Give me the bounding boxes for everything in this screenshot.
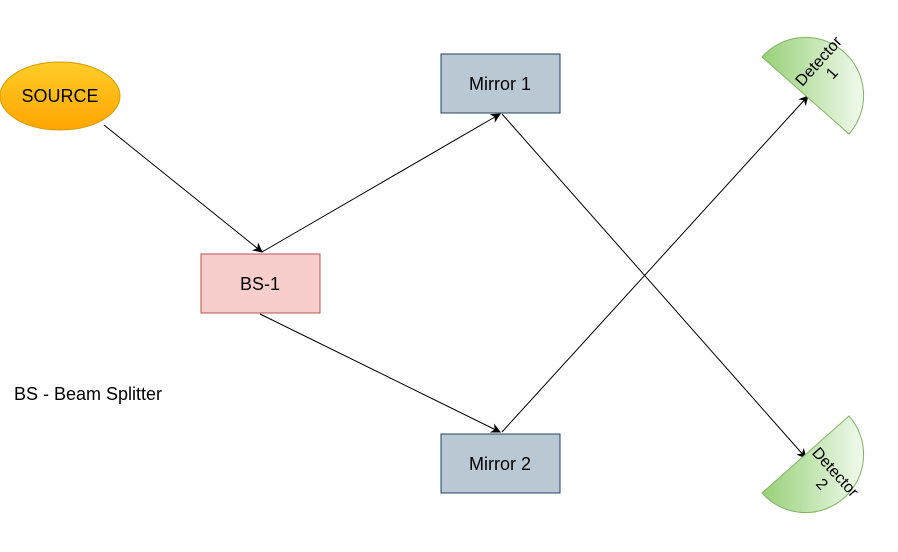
detector2-node[interactable]: Detector 2 — [761, 415, 865, 514]
mirror2-label: Mirror 2 — [469, 454, 531, 474]
mirror2-node[interactable]: Mirror 2 — [440, 433, 561, 494]
edge-bs1-to-mirror2 — [259, 313, 501, 433]
mirror1-shape — [440, 53, 561, 114]
bs1-label: BS-1 — [240, 274, 280, 294]
mirror2-shape — [440, 433, 561, 494]
edge-mirror2-to-detector1 — [501, 95, 809, 433]
edge-bs1-to-mirror1 — [261, 113, 501, 253]
source-label: SOURCE — [21, 86, 98, 106]
source-shape — [0, 61, 121, 131]
mirror1-node[interactable]: Mirror 1 — [440, 53, 561, 114]
bs1-node[interactable]: BS-1 — [200, 253, 321, 314]
source-node[interactable]: SOURCE — [0, 61, 121, 131]
bs1-shape — [200, 253, 321, 314]
mirror1-label: Mirror 1 — [469, 74, 531, 94]
edge-mirror1-to-detector2 — [501, 113, 807, 459]
detector2-shape — [761, 415, 865, 514]
detector1-node[interactable]: Detector 1 — [761, 33, 865, 135]
detector1-shape — [761, 36, 865, 135]
edge-source-to-bs1 — [103, 124, 263, 253]
legend-note: BS - Beam Splitter — [14, 384, 163, 404]
